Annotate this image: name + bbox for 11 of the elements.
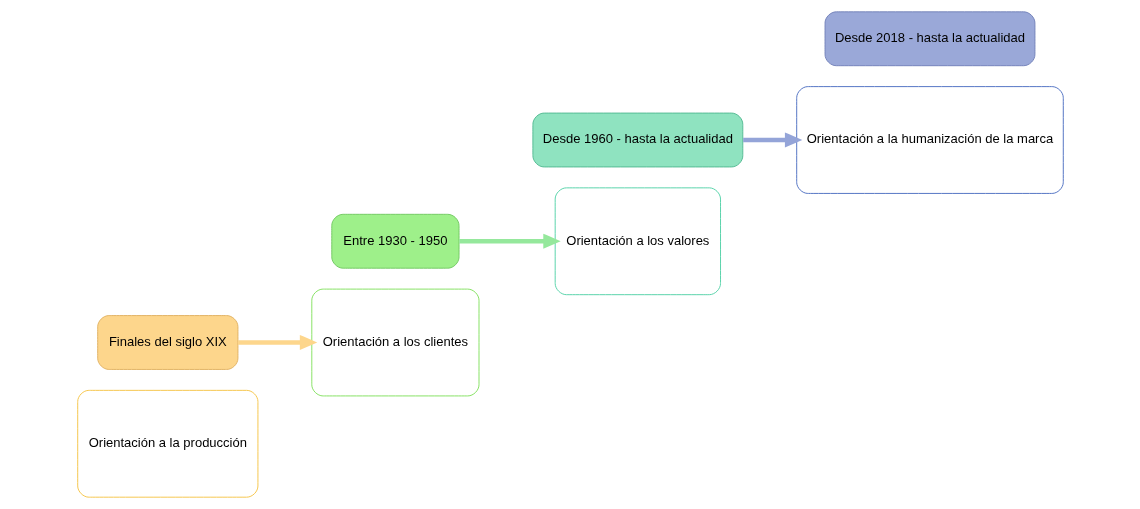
node-box: Orientación a los valores [554, 187, 721, 296]
arrow [742, 132, 802, 148]
node-box: Desde 2018 - hasta la actualidad [824, 11, 1035, 67]
node-box: Orientación a la producción [76, 389, 258, 498]
node-box: Finales del siglo XIX [96, 315, 238, 370]
node-box: Orientación a la humanización de la marca [795, 86, 1064, 194]
arrow [458, 233, 561, 249]
node-box: Desde 1960 - hasta la actualidad [531, 112, 743, 168]
arrow [237, 334, 317, 351]
node-box: Orientación a los clientes [310, 288, 479, 397]
node-box: Entre 1930 - 1950 [330, 213, 459, 269]
